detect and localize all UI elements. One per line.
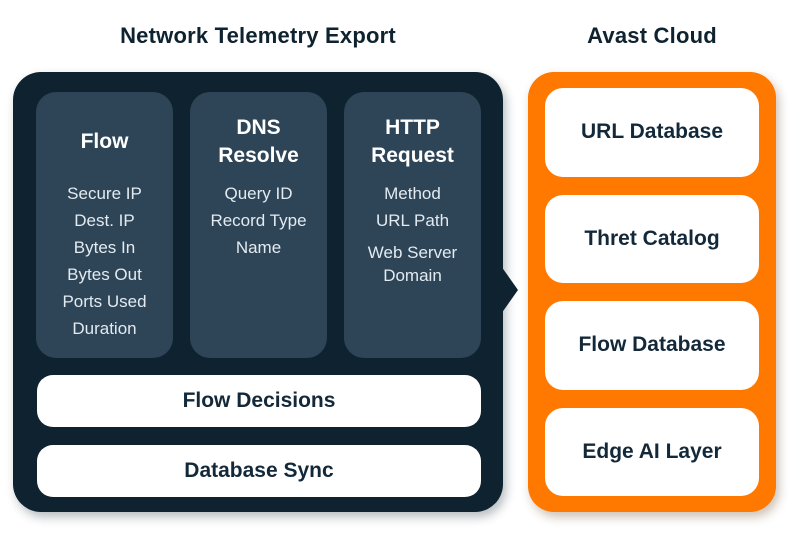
telemetry-field: Duration <box>72 319 137 338</box>
column-flow-fields: Secure IP Dest. IP Bytes In Bytes Out Po… <box>45 180 165 342</box>
telemetry-field: Ports Used <box>62 292 147 311</box>
database-sync-bar: Database Sync <box>37 445 481 497</box>
telemetry-field: Secure IP <box>67 184 142 203</box>
column-http-request-title: HTTP Request <box>371 116 454 167</box>
telemetry-field: URL Path <box>375 211 450 230</box>
column-dns-resolve-fields: Query ID Record Type Name <box>199 180 319 261</box>
edge-ai-layer-box: Edge AI Layer <box>545 407 759 496</box>
column-flow-title: Flow <box>80 130 129 153</box>
telemetry-field: Dest. IP <box>74 211 135 230</box>
telemetry-field: Record Type <box>210 211 307 230</box>
telemetry-export-title: Network Telemetry Export <box>120 23 396 48</box>
avast-cloud-title: Avast Cloud <box>587 23 717 48</box>
column-http-request: HTTP Request Method URL Path Web Server … <box>344 92 481 358</box>
telemetry-field: Name <box>235 238 282 257</box>
telemetry-field: Method <box>384 184 441 203</box>
flow-decisions-bar: Flow Decisions <box>37 375 481 427</box>
telemetry-field: Bytes In <box>73 238 136 257</box>
telemetry-field: Bytes Out <box>67 265 142 284</box>
telemetry-field: Web Server Domain <box>367 243 458 285</box>
column-dns-resolve-title: DNS Resolve <box>218 116 299 167</box>
thret-catalog-box: Thret Catalog <box>545 194 759 283</box>
connector-arrow-icon <box>501 266 518 314</box>
url-database-box: URL Database <box>545 88 759 177</box>
telemetry-field: Query ID <box>224 184 293 203</box>
flow-database-box: Flow Database <box>545 301 759 390</box>
column-flow: Flow Secure IP Dest. IP Bytes In Bytes O… <box>36 92 173 358</box>
column-dns-resolve: DNS Resolve Query ID Record Type Name <box>190 92 327 358</box>
telemetry-columns: Flow Secure IP Dest. IP Bytes In Bytes O… <box>36 92 481 358</box>
column-http-request-fields: Method URL Path Web Server Domain <box>353 180 473 287</box>
avast-cloud-panel: URL Database Thret Catalog Flow Database… <box>528 72 776 512</box>
telemetry-export-panel: Flow Secure IP Dest. IP Bytes In Bytes O… <box>13 72 518 512</box>
